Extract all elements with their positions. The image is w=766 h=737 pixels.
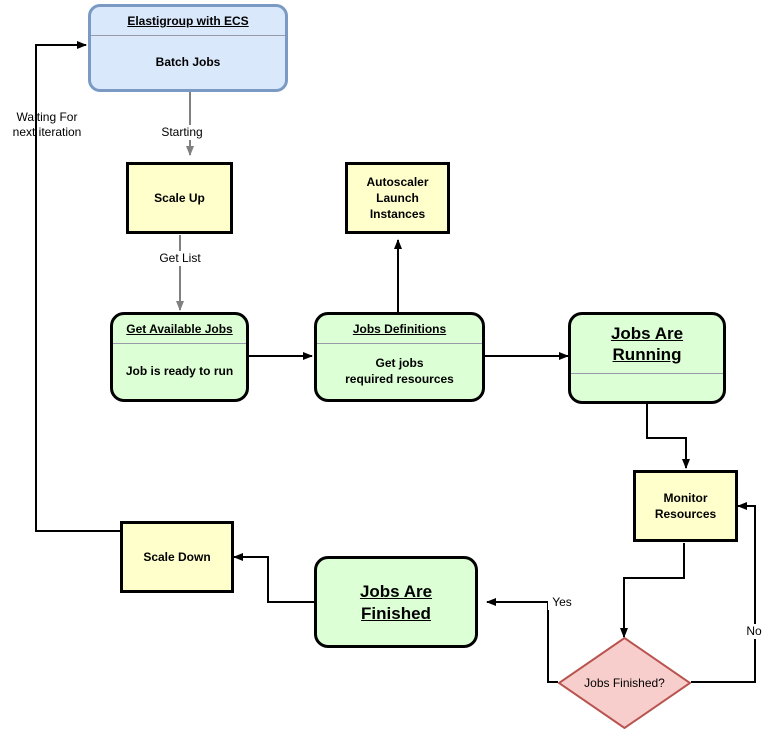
node-scale-down[interactable]: Scale Down: [120, 521, 234, 593]
get-available-jobs-divider: [113, 343, 246, 344]
jobs-definitions-body-line-2: required resources: [345, 371, 454, 386]
edge-label-waiting-for-next-iteration: Waiting For next iteration: [2, 110, 92, 140]
jobs-are-running-header-line-2: Running: [612, 345, 682, 365]
node-get-available-jobs[interactable]: Get Available Jobs Job is ready to run: [110, 312, 249, 402]
jobs-definitions-body-line-1: Get jobs: [375, 355, 424, 370]
node-jobs-definitions[interactable]: Jobs Definitions Get jobs required resou…: [314, 312, 485, 402]
starting-text: Starting: [161, 125, 203, 139]
edge-jobs-finished-yes-to-jobs-are-finished: [486, 598, 558, 683]
autoscaler-line-2: Launch: [376, 190, 419, 205]
jobs-definitions-divider: [317, 343, 482, 344]
jobs-definitions-body: Get jobs required resources: [317, 344, 482, 399]
jobs-are-running-divider: [571, 372, 723, 374]
edge-jobs-are-finished-to-scale-down: [233, 553, 314, 603]
jobs-are-running-header-line-1: Jobs Are: [610, 324, 684, 343]
jobs-are-finished-header: Jobs Are Finished: [317, 559, 475, 645]
elastigroup-body: Batch Jobs: [155, 54, 221, 69]
get-available-jobs-body: Job is ready to run: [125, 363, 234, 378]
autoscaler-line-3: Instances: [369, 207, 426, 222]
jobs-are-running-body: [571, 374, 723, 402]
monitor-resources-label: Monitor Resources: [636, 473, 735, 539]
get-list-text: Get List: [159, 251, 201, 265]
waiting-line-2: next iteration: [12, 125, 82, 139]
node-elastigroup-with-ecs[interactable]: Elastigroup with ECS Batch Jobs: [88, 4, 288, 92]
jobs-are-running-header: Jobs Are Running: [571, 315, 723, 373]
edge-jobs-finished-no-to-monitor-resources: [691, 502, 756, 683]
autoscaler-line-1: Autoscaler: [366, 174, 429, 189]
jobs-are-finished-header-line-1: Jobs Are: [359, 582, 433, 602]
elastigroup-header: Elastigroup with ECS: [127, 14, 249, 28]
diamond-shape: [558, 637, 691, 729]
node-monitor-resources[interactable]: Monitor Resources: [633, 470, 738, 542]
jobs-definitions-header: Jobs Definitions: [352, 322, 447, 336]
node-scale-up[interactable]: Scale Up: [126, 162, 233, 234]
waiting-line-1: Waiting For: [16, 110, 78, 124]
get-available-jobs-header: Get Available Jobs: [126, 322, 233, 336]
node-jobs-finished-decision[interactable]: Jobs Finished?: [558, 637, 691, 729]
edge-monitor-resources-to-jobs-finished: [620, 543, 685, 638]
edge-label-get-list: Get List: [152, 251, 208, 266]
edge-label-starting: Starting: [152, 125, 212, 140]
no-text: No: [746, 624, 762, 638]
jobs-are-finished-header-line-2: Finished: [361, 603, 431, 623]
edge-label-no: No: [743, 624, 765, 639]
scale-down-label: Scale Down: [143, 549, 211, 564]
node-jobs-are-running[interactable]: Jobs Are Running: [568, 312, 726, 404]
edge-scale-down-to-elastigroup: [35, 41, 120, 532]
node-jobs-are-finished[interactable]: Jobs Are Finished: [314, 556, 478, 648]
scale-up-label: Scale Up: [154, 190, 205, 205]
monitor-resources-line-2: Resources: [654, 507, 717, 521]
edge-label-yes: Yes: [548, 595, 576, 610]
edge-jobs-are-running-to-monitor-resources: [646, 403, 690, 469]
node-autoscaler-launch-instances[interactable]: Autoscaler Launch Instances: [345, 162, 450, 234]
yes-text: Yes: [552, 595, 572, 609]
monitor-resources-line-1: Monitor: [663, 490, 708, 505]
autoscaler-label: Autoscaler Launch Instances: [348, 165, 447, 231]
elastigroup-divider: [91, 35, 285, 36]
jobs-finished-label: Jobs Finished?: [584, 676, 665, 690]
